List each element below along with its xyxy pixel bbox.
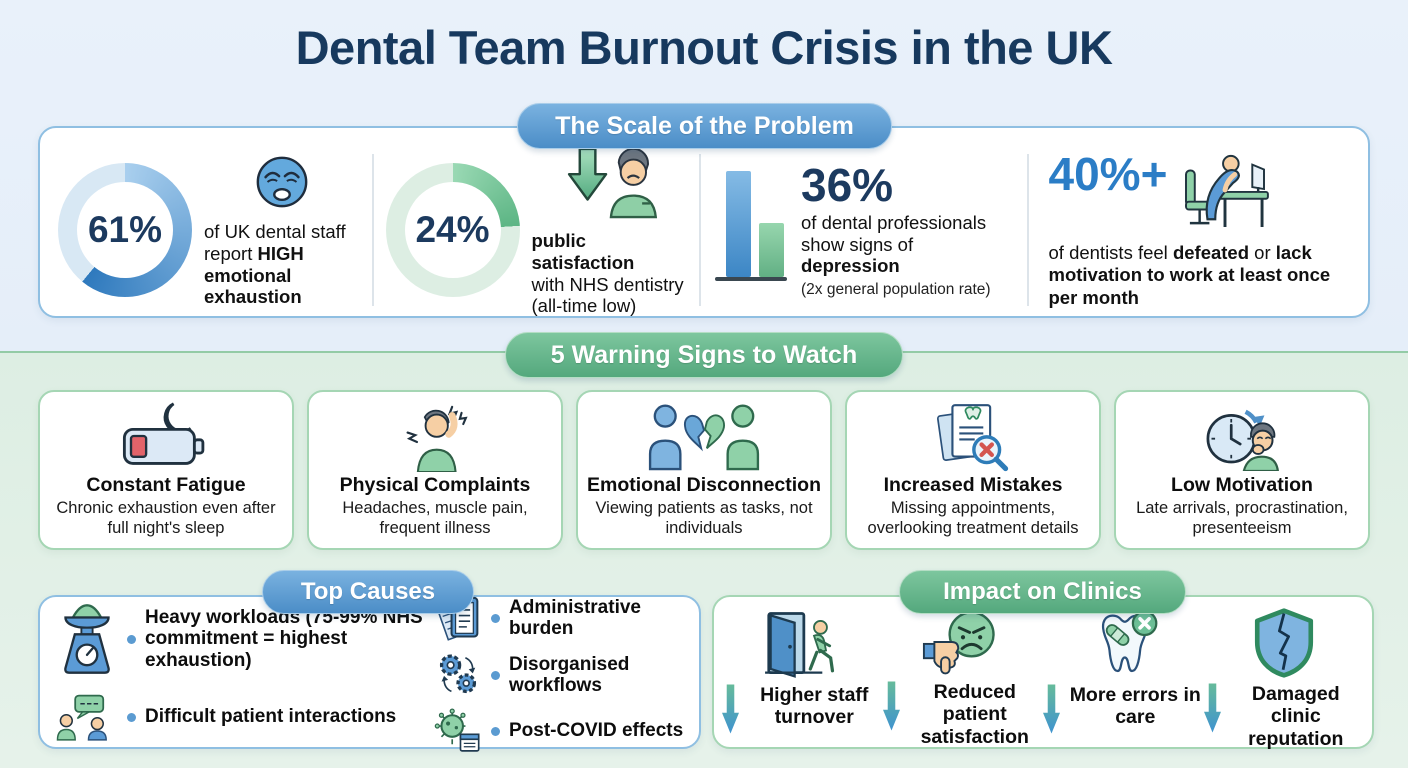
stat-description: of dental professionals show signs of de… [801, 212, 1001, 277]
patient-conversation-icon [56, 688, 118, 746]
stat-desc-bold: HIGH emotional exhaustion [204, 242, 304, 308]
stat-desc-bold: depression [801, 255, 900, 277]
card-body: Viewing patients as tasks, not individua… [595, 499, 813, 538]
donut-chart-24: 24% [385, 163, 520, 297]
down-arrow-icon [1043, 684, 1060, 739]
impact-text: Higher staff turnover [760, 684, 869, 729]
down-arrow-icon [1203, 683, 1221, 738]
stat-desc-normal: of dental professionals show signs of [801, 211, 987, 255]
card-body: Late arrivals, procrastination, presente… [1136, 499, 1348, 538]
cause-text: Heavy workloads (75-99% NHS commitment =… [145, 607, 423, 671]
bullet-dot [127, 712, 136, 722]
cause-text: Administrative burden [509, 596, 641, 639]
down-arrow-icon [882, 681, 900, 736]
causes-badge-label: Top Causes [300, 578, 436, 605]
low-battery-moon-icon [116, 400, 216, 472]
stat-defeated: 40%+ of dentists [1026, 148, 1363, 309]
stat-value-61: 61% [87, 209, 163, 250]
impact-section-badge: Impact on Clinics [899, 570, 1186, 614]
scale-badge-label: The Scale of the Problem [555, 111, 854, 140]
cause-post-covid: Post-COVID effects [434, 707, 685, 755]
stat-value-40: 40%+ [1048, 148, 1168, 201]
cause-difficult-patients: Difficult patient interactions [56, 688, 428, 746]
stat-desc-normal: of dentists feel [1048, 242, 1173, 264]
card-emotional-disconnection: Emotional Disconnection Viewing patients… [576, 390, 832, 550]
card-title: Physical Complaints [339, 474, 531, 496]
stat-depression: 36% of dental professionals show signs o… [699, 154, 1027, 306]
weighing-scale-icon [56, 602, 118, 676]
bullet-dot [491, 670, 500, 680]
donut-chart-61: 61% [58, 163, 192, 297]
card-body: Headaches, muscle pain, frequent illness [342, 499, 528, 538]
stat-emotional-exhaustion: 61% of UK dental staff report HIGH emoti… [46, 152, 372, 308]
card-body: Chronic exhaustion even after full night… [56, 499, 276, 538]
warning-badge-label: 5 Warning Signs to Watch [550, 340, 858, 369]
bullet-dot [127, 634, 136, 644]
card-title: Emotional Disconnection [586, 474, 822, 496]
cause-text: Disorganised workflows [509, 653, 630, 696]
cause-disorganised-workflows: Disorganised workflows [434, 652, 685, 698]
stat-description: of UK dental staff report HIGH emotional… [204, 221, 360, 308]
cause-text: Post-COVID effects [509, 720, 684, 742]
cause-heavy-workloads: Heavy workloads (75-99% NHS commitment =… [56, 602, 428, 676]
card-low-motivation: Low Motivation Late arrivals, procrastin… [1114, 390, 1370, 550]
impact-text: Reduced patient satisfaction [920, 681, 1029, 748]
stat-desc-bold: defeated [1172, 242, 1250, 264]
virus-calendar-icon [434, 707, 482, 755]
tooth-error-icon [1082, 607, 1164, 680]
scale-grid: 61% of UK dental staff report HIGH emoti… [40, 128, 1368, 316]
impact-badge-label: Impact on Clinics [943, 578, 1142, 605]
card-body: Missing appointments, overlooking treatm… [867, 499, 1079, 538]
impact-text: More errors in care [1069, 684, 1201, 729]
slumped-at-desk-icon [1177, 151, 1273, 234]
public-decline-icon [557, 143, 661, 224]
stat-value-24: 24% [415, 209, 490, 250]
impact-staff-turnover: Higher staff turnover [722, 607, 883, 739]
impact-patient-satisfaction: Reduced patient satisfaction [882, 607, 1044, 748]
impact-text: Damaged clinic reputation [1248, 683, 1344, 750]
error-report-icon [927, 400, 1019, 472]
donut-hole: 61% [77, 182, 173, 278]
impact-errors-in-care: More errors in care [1043, 607, 1204, 739]
card-constant-fatigue: Constant Fatigue Chronic exhaustion even… [38, 390, 294, 550]
bar-chart-icon [713, 163, 789, 298]
page-title: Dental Team Burnout Crisis in the UK [295, 21, 1113, 74]
causes-panel: Heavy workloads (75-99% NHS commitment =… [38, 593, 701, 752]
stat-desc-normal: of UK dental staff report [204, 220, 346, 264]
causes-section-badge: Top Causes [262, 570, 474, 614]
warning-cards-row: Constant Fatigue Chronic exhaustion even… [38, 390, 1370, 550]
cause-text: Difficult patient interactions [145, 706, 397, 728]
card-title: Increased Mistakes [883, 474, 1063, 496]
stat-desc-bold: public satisfaction [531, 229, 635, 273]
donut-hole: 24% [404, 182, 501, 278]
stat-description: of dentists feel defeated or lack motiva… [1049, 242, 1339, 309]
impact-clinic-reputation: Damaged clinic reputation [1203, 607, 1365, 750]
weary-face-icon [253, 152, 311, 215]
staff-exit-icon [757, 607, 847, 680]
headache-person-icon [393, 400, 477, 472]
card-title: Low Motivation [1171, 474, 1313, 496]
warning-section-badge: 5 Warning Signs to Watch [505, 332, 903, 378]
bullet-dot [491, 613, 500, 623]
broken-shield-icon [1249, 607, 1319, 679]
scale-panel: 61% of UK dental staff report HIGH emoti… [38, 126, 1370, 318]
stat-value-36: 36% [801, 158, 894, 211]
stat-desc-normal: with NHS dentistry (all-time low) [531, 273, 684, 317]
card-title: Constant Fatigue [86, 474, 246, 496]
impact-panel: Higher staff turnover [712, 595, 1374, 750]
stat-desc-mid: or [1249, 242, 1276, 264]
gears-icon [434, 652, 482, 698]
card-increased-mistakes: Increased Mistakes Missing appointments,… [845, 390, 1101, 550]
stat-desc-bold2: lack motivation to work at least once pe… [1048, 242, 1331, 308]
stat-note: (2x general population rate) [801, 281, 991, 299]
clock-yawn-icon [1196, 400, 1288, 472]
scale-section-badge: The Scale of the Problem [517, 103, 892, 149]
bullet-dot [491, 726, 500, 736]
down-arrow-icon [722, 684, 739, 739]
thumbs-down-face-icon [922, 607, 1004, 677]
card-physical-complaints: Physical Complaints Headaches, muscle pa… [307, 390, 563, 550]
broken-heart-people-icon [641, 400, 767, 472]
